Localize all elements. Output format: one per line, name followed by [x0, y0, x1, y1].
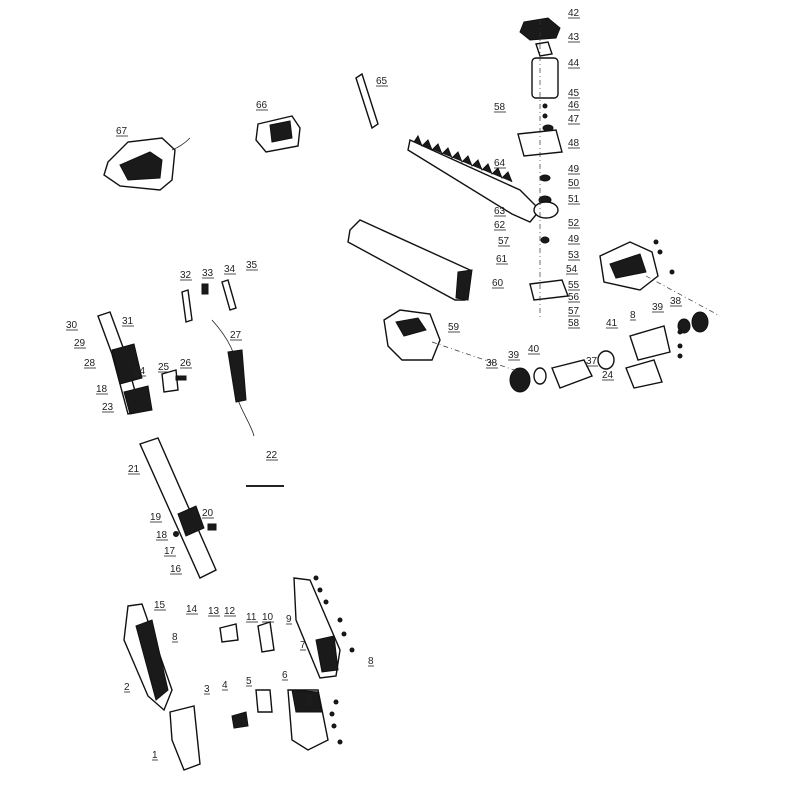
callout-2: 2	[124, 682, 130, 693]
callout-64: 64	[494, 158, 506, 169]
callout-21: 21	[128, 464, 140, 475]
callout-9: 9	[286, 614, 292, 625]
callout-1: 1	[152, 750, 158, 761]
callout-60: 60	[492, 278, 504, 289]
callout-28: 28	[84, 358, 96, 369]
callout-38: 38	[670, 296, 682, 307]
part-upper-shaft	[97, 311, 187, 415]
part-gear-assembly	[509, 311, 709, 393]
callout-8: 8	[368, 656, 374, 667]
callout-49: 49	[568, 164, 580, 175]
callout-29: 29	[74, 338, 86, 349]
callout-11: 11	[246, 612, 257, 623]
callout-67: 67	[116, 126, 128, 137]
callout-15: 15	[154, 600, 166, 611]
callout-42: 42	[568, 8, 580, 19]
callout-39: 39	[508, 350, 520, 361]
callout-33: 33	[202, 268, 214, 279]
part-charger	[103, 137, 191, 191]
callout-41: 41	[606, 318, 618, 329]
callout-19: 19	[150, 512, 162, 523]
callout-39: 39	[652, 302, 664, 313]
callout-26: 26	[180, 358, 192, 369]
callout-46: 46	[568, 100, 580, 111]
callout-12: 12	[224, 606, 236, 617]
callout-63: 63	[494, 206, 506, 217]
callout-34: 34	[224, 264, 236, 275]
callout-62: 62	[494, 220, 506, 231]
callout-4: 4	[222, 680, 228, 691]
callout-25: 25	[158, 362, 170, 373]
callout-8: 8	[630, 310, 636, 321]
callout-55: 55	[568, 280, 580, 291]
callout-56: 56	[568, 292, 580, 303]
callout-37: 37	[586, 356, 598, 367]
assembly-lines	[431, 20, 721, 373]
callout-57: 57	[568, 306, 580, 317]
part-gear-housing	[383, 309, 441, 361]
callout-22: 22	[266, 450, 278, 461]
callout-10: 10	[262, 612, 274, 623]
callout-27: 27	[230, 330, 242, 341]
callout-30: 30	[66, 320, 78, 331]
callout-16: 16	[170, 564, 182, 575]
callout-23: 23	[102, 402, 114, 413]
callout-61: 61	[496, 254, 508, 265]
part-battery	[255, 115, 301, 153]
callout-53: 53	[568, 250, 580, 261]
callout-32: 32	[180, 270, 192, 281]
callout-5: 5	[246, 676, 252, 687]
part-bracket	[355, 72, 379, 130]
callout-45: 45	[568, 88, 580, 99]
part-motor-stack	[517, 17, 569, 301]
callout-65: 65	[376, 76, 388, 87]
callout-40: 40	[528, 344, 540, 355]
callout-54: 54	[566, 264, 578, 275]
callout-50: 50	[568, 178, 580, 189]
callout-31: 31	[122, 316, 134, 327]
part-wiring	[181, 279, 255, 437]
callout-47: 47	[568, 114, 580, 125]
callout-38: 38	[486, 358, 498, 369]
callout-8: 8	[172, 632, 178, 643]
callout-48: 48	[568, 138, 580, 149]
part-blade-cover	[347, 219, 473, 301]
callout-51: 51	[568, 194, 580, 205]
callout-6: 6	[282, 670, 288, 681]
part-motor-housing	[599, 241, 659, 291]
callout-43: 43	[568, 32, 580, 43]
callout-18: 18	[156, 530, 168, 541]
callout-20: 20	[202, 508, 214, 519]
callout-57: 57	[498, 236, 510, 247]
callout-17: 17	[164, 546, 176, 557]
callout-35: 35	[246, 260, 258, 271]
part-lower-shaft	[139, 437, 217, 579]
part-blade	[407, 134, 559, 223]
callout-58: 58	[568, 318, 580, 329]
callout-24: 24	[134, 366, 146, 377]
callout-52: 52	[568, 218, 580, 229]
callout-14: 14	[186, 604, 198, 615]
callout-24: 24	[602, 370, 614, 381]
callout-8: 8	[306, 694, 312, 705]
callout-44: 44	[568, 58, 580, 69]
callout-7: 7	[300, 640, 306, 651]
callout-58: 58	[494, 102, 506, 113]
callout-59: 59	[448, 322, 460, 333]
part-handle	[123, 577, 341, 771]
callout-49: 49	[568, 234, 580, 245]
callout-3: 3	[204, 684, 210, 695]
callout-18: 18	[96, 384, 108, 395]
callout-66: 66	[256, 100, 268, 111]
part-screws	[313, 239, 683, 745]
callout-13: 13	[208, 606, 220, 617]
